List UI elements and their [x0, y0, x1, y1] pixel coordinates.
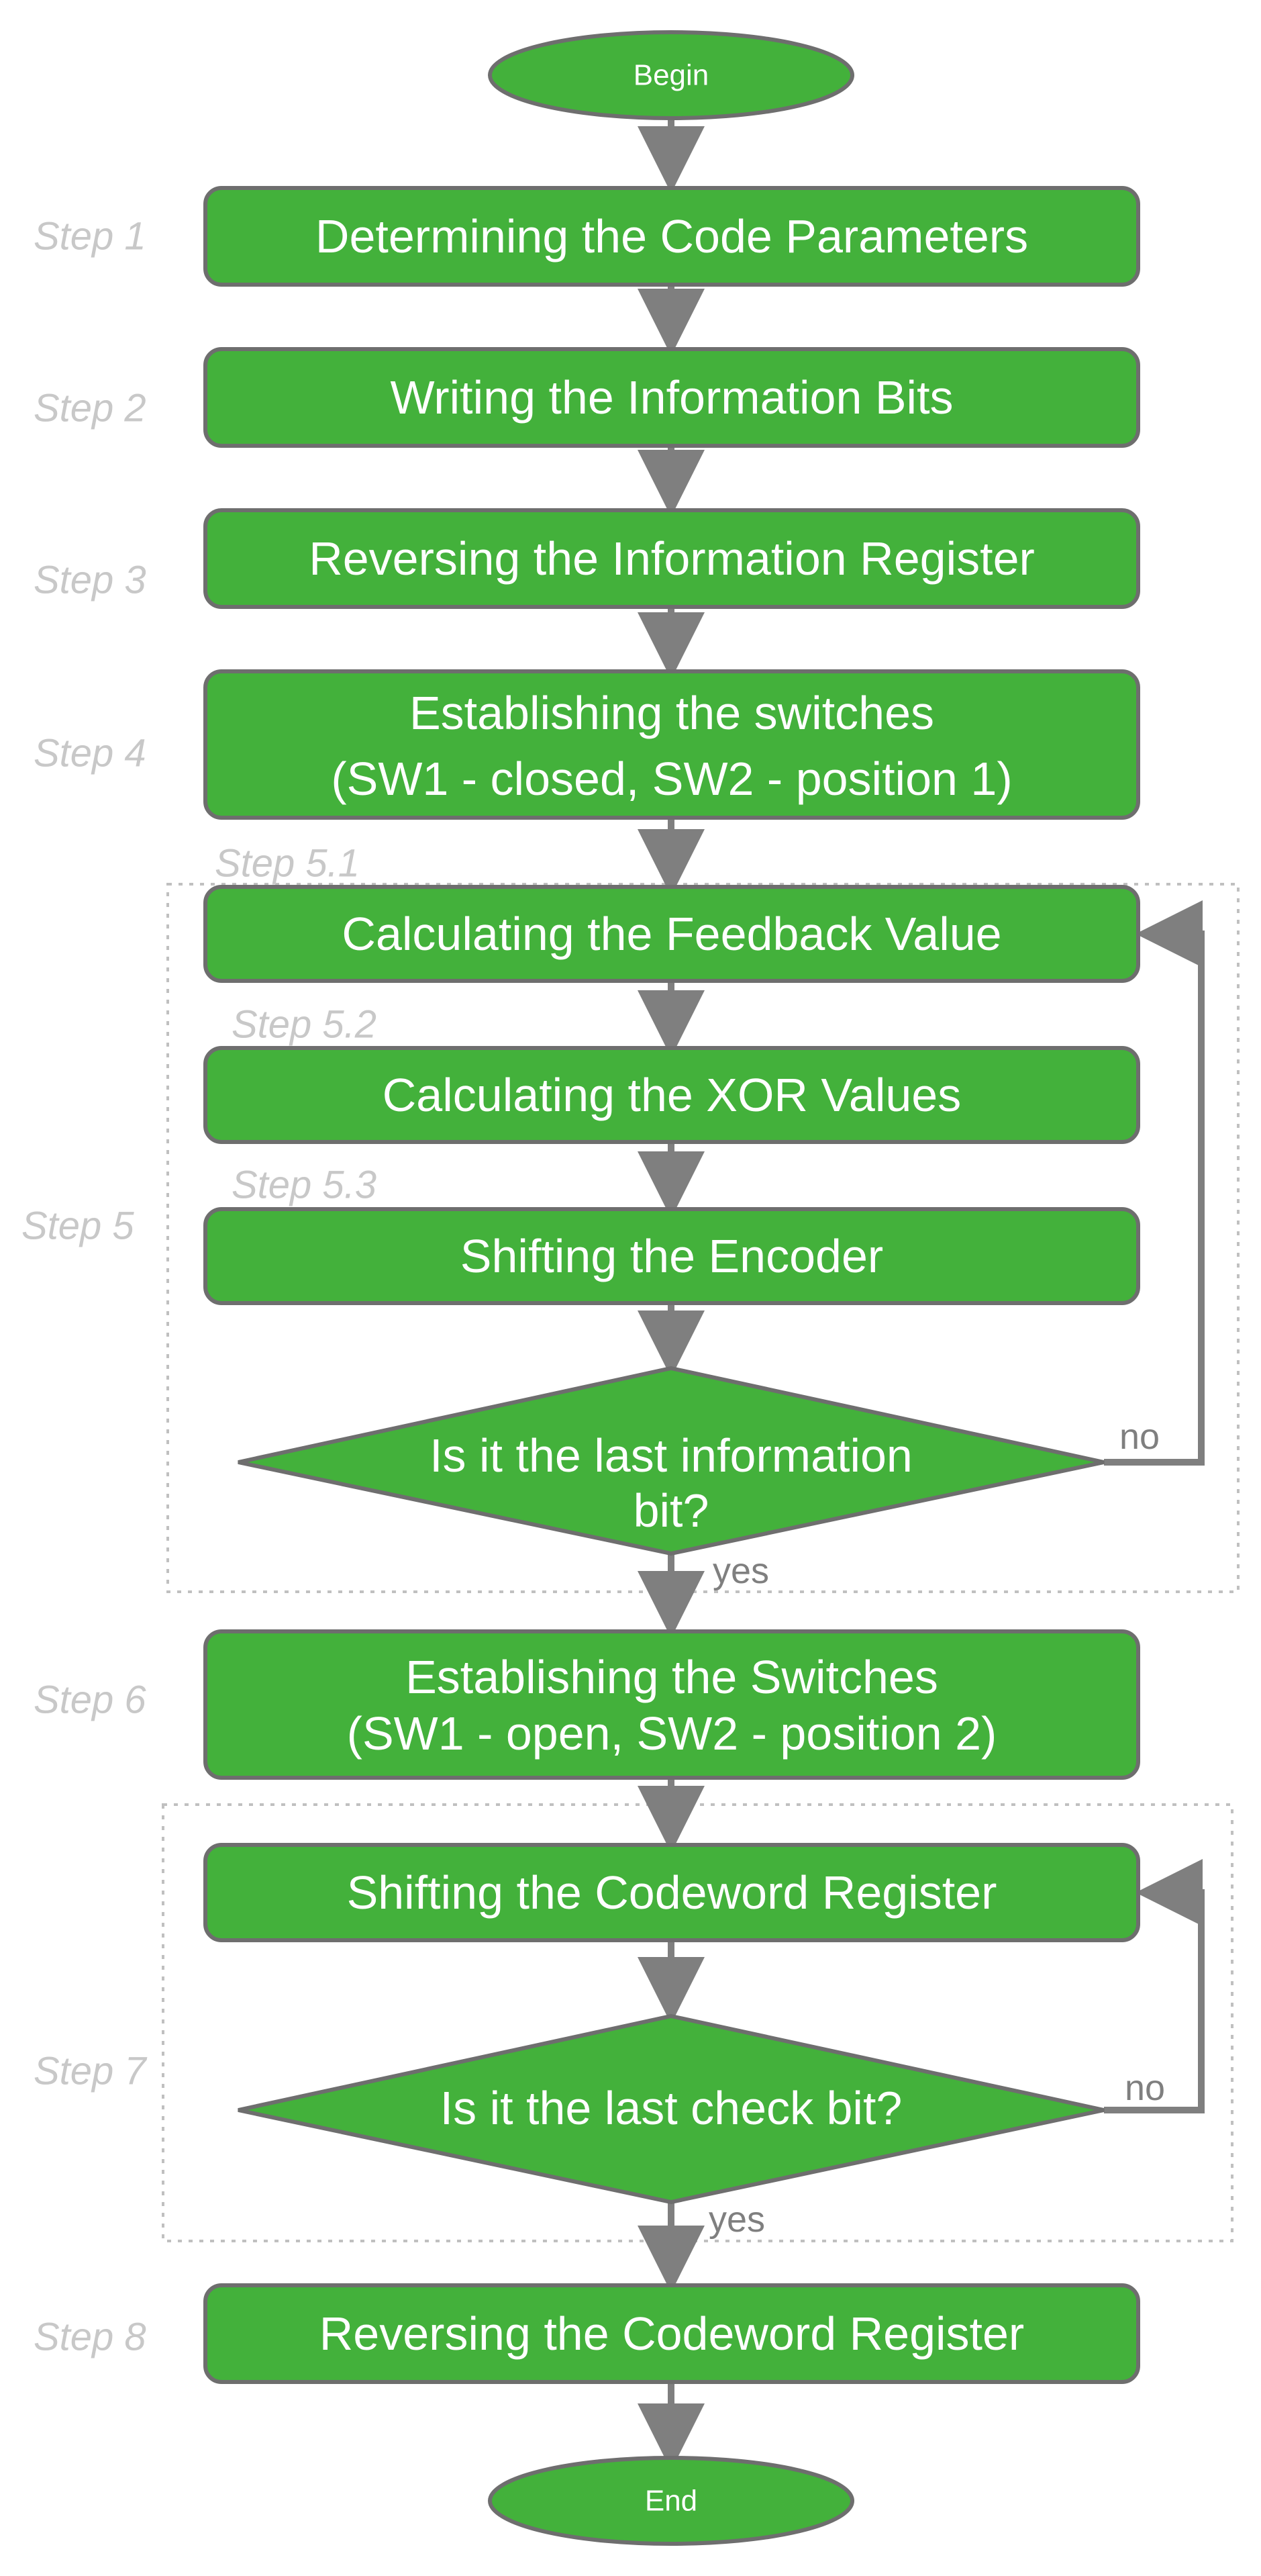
step6-label: Step 6	[34, 1678, 146, 1722]
step2-text: Writing the Information Bits	[390, 371, 953, 424]
step53-box	[203, 1207, 1140, 1305]
step52-box	[203, 1046, 1140, 1144]
step53-text: Shifting the Encoder	[460, 1230, 883, 1282]
step8-text: Reversing the Codeword Register	[319, 2307, 1025, 2360]
step1-box	[203, 186, 1140, 287]
edge-label-no-1: no	[1119, 1417, 1160, 1457]
edge-label-no-2: no	[1125, 2068, 1165, 2108]
step7-loop-box	[162, 1803, 1233, 2242]
step3-text: Reversing the Information Register	[309, 532, 1035, 585]
decision-last-check-bit	[238, 2013, 1105, 2205]
step7-label: Step 7	[34, 2050, 148, 2093]
begin-terminal	[488, 30, 854, 120]
step3-label: Step 3	[34, 559, 146, 602]
step5-loop-box	[166, 883, 1240, 1593]
step1-text: Determining the Code Parameters	[315, 210, 1028, 263]
step51-box	[203, 885, 1140, 983]
end-terminal	[488, 2456, 854, 2546]
step8-box	[203, 2283, 1140, 2384]
begin-label: Begin	[634, 59, 709, 92]
step6-box	[203, 1629, 1140, 1780]
step1-label: Step 1	[34, 215, 146, 258]
decision2-text: Is it the last check bit?	[440, 2082, 903, 2134]
step52-text: Calculating the XOR Values	[383, 1069, 962, 1121]
step5-label: Step 5	[21, 1204, 134, 1248]
decision-last-info-bit	[238, 1366, 1105, 1556]
step51-text: Calculating the Feedback Value	[342, 908, 1001, 960]
decision1-text-line1: Is it the last information	[430, 1429, 913, 1482]
step2-label: Step 2	[34, 387, 146, 430]
step4-label: Step 4	[34, 732, 146, 775]
edge-label-yes-1: yes	[713, 1551, 769, 1591]
step4-box	[203, 669, 1140, 820]
edge-label-yes-2: yes	[709, 2199, 765, 2240]
connectors	[638, 106, 1205, 2471]
step51-label: Step 5.1	[215, 842, 360, 886]
step6-text-line2: (SW1 - open, SW2 - position 2)	[347, 1707, 997, 1760]
step53-label: Step 5.3	[232, 1163, 376, 1207]
step7-text: Shifting the Codeword Register	[347, 1866, 997, 1919]
step7-box	[203, 1843, 1140, 1942]
loop-back-no-1	[1104, 900, 1205, 1466]
step4-text-line1: Establishing the switches	[409, 687, 934, 739]
step4-text-line2: (SW1 - closed, SW2 - position 1)	[331, 753, 1012, 805]
step2-box	[203, 347, 1140, 448]
step3-box	[203, 508, 1140, 609]
step52-label: Step 5.2	[232, 1003, 376, 1047]
step6-text-line1: Establishing the Switches	[405, 1651, 938, 1703]
step8-label: Step 8	[34, 2316, 146, 2359]
decision1-text-line2: bit?	[634, 1484, 709, 1537]
loop-back-no-2	[1104, 1859, 1205, 2113]
end-label: End	[645, 2485, 697, 2518]
